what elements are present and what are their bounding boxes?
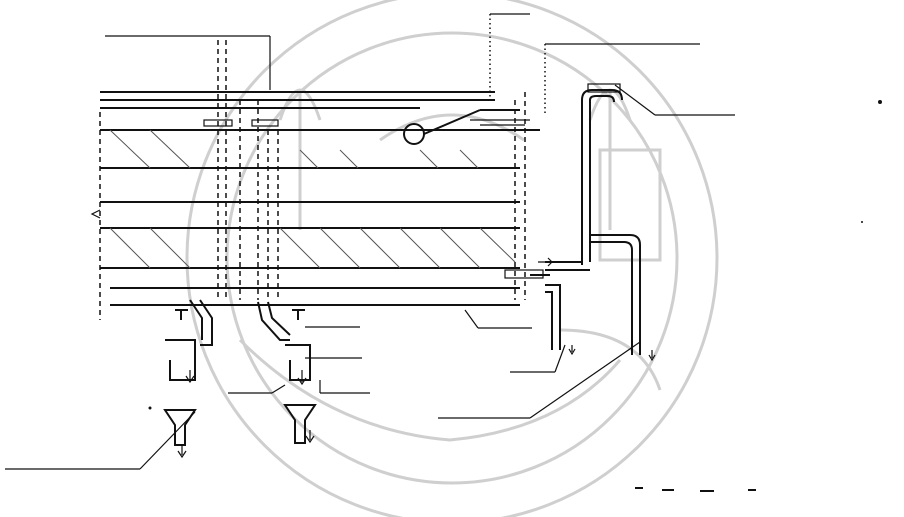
- annotation-group: [5, 13, 735, 470]
- hatch-band-upper: [109, 129, 479, 169]
- main-structure: [90, 40, 554, 320]
- left-drains: [163, 299, 317, 459]
- hatch-band-lower: [109, 227, 516, 269]
- scan-specks: [148, 100, 882, 492]
- watermark-seal: [185, 0, 719, 517]
- right-piping: [545, 83, 656, 362]
